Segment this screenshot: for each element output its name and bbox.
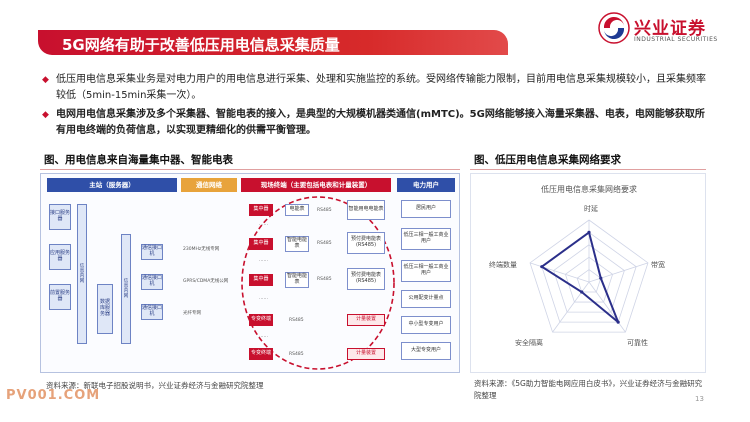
user-transformer: 公用配变计量点 [401,290,451,308]
axis-label-isolation: 安全隔离 [515,339,543,347]
column-header-master: 主站（服务器） [47,178,177,192]
column-header-network: 通信网络 [181,178,237,192]
radar-svg [529,219,649,333]
architecture-diagram: 主站（服务器） 通信网络 现场终端（主要包括电表和计量装置） 电力用户 接口服务… [40,173,460,373]
bullet-text: 电网用电信息采集涉及多个采集器、智能电表的接入，是典型的大规模机器类通信(mMT… [56,109,705,136]
diamond-bullet-icon: ◆ [42,75,49,85]
divider [40,169,460,170]
prepaid-meter: 预付费电能表(RS485) [347,268,385,290]
bullet-item: ◆ 低压用电信息采集业务是对电力用户的用电信息进行采集、处理和实施监控的系统。受… [42,72,712,104]
network-label: GPRS/CDMA无线公网 [183,279,229,284]
brand-name: 兴业证券 [634,19,706,39]
ellipsis: …… [259,296,268,301]
bus-intranet: 信息内网 [121,234,131,344]
interface-server: 接口服务器 [49,204,71,230]
page-number: 13 [695,395,704,403]
radar-point-带宽 [599,276,603,280]
radar-chart: 低压用电信息采集网络要求 时延 带宽 可靠性 安全隔离 终端数量 [470,173,706,373]
radar-axis-line [529,262,590,283]
radar-grid-ring [529,219,649,333]
user-small-special: 中小型专变用户 [401,316,451,334]
radar-axis-line [588,281,626,333]
axis-label-reliability: 可靠性 [627,339,648,347]
comm-interface: 通信接口机 [141,304,163,320]
prepaid-meter: 预付费电能表(RS485) [347,232,385,254]
special-terminal: 专变终端 [249,314,273,326]
user-commercial: 低压三相一般工商业用户 [401,228,451,250]
link-label: RS485 [317,241,332,246]
metering-device: 计量装置 [347,314,385,326]
source-left: 资料来源：新联电子招股说明书，兴业证券经济与金融研究院整理 [46,381,264,390]
axis-label-terminals: 终端数量 [489,261,517,269]
meter: 电能表 [285,204,309,216]
ellipsis: …… [259,222,268,227]
radar-axis-line [588,262,649,283]
network-label: 光纤专网 [183,311,201,316]
concentrator: 集中器 [249,238,273,250]
metering-device: 计量装置 [347,348,385,360]
bullet-text: 低压用电信息采集业务是对电力用户的用电信息进行采集、处理和实施监控的系统。受网络… [56,74,706,101]
summary-bullets: ◆ 低压用电信息采集业务是对电力用户的用电信息进行采集、处理和实施监控的系统。受… [42,72,712,142]
smart-meter: 智能电能表 [285,272,309,288]
title-banner [38,30,508,55]
network-label: 230MHz无线专网 [183,247,220,252]
bus-intranet: 信息内网 [77,204,87,344]
figure-right-title: 图、低压用电信息采集网络要求 [474,154,621,166]
radar-grid-ring [576,269,602,293]
smart-meter: 智能电能表 [285,236,309,252]
radar-point-时延 [587,230,591,234]
radar-grid-ring [564,256,614,303]
column-header-users: 电力用户 [397,178,455,192]
radar-point-安全隔离 [580,290,584,294]
diamond-bullet-icon: ◆ [42,110,49,120]
link-label: RS485 [289,352,304,357]
column-header-terminal: 现场终端（主要包括电表和计量装置） [241,178,391,192]
brand-logo: 兴业证券 INDUSTRIAL SECURITIES [598,12,748,52]
front-server: 前置服务器 [49,284,71,310]
watermark: PV001.COM [6,388,101,403]
smart-meter: 智能用电电能表 [347,200,385,220]
radar-axis-line [552,281,590,333]
special-terminal: 专变终端 [249,348,273,360]
page-title: 5G网络有助于改善低压用电信息采集质量 [62,36,340,54]
ellipsis: …… [259,334,268,339]
comm-interface: 通信接口机 [141,244,163,260]
axis-label-bandwidth: 带宽 [651,261,665,269]
concentrator: 集中器 [249,204,273,216]
application-server: 应用服务器 [49,244,71,270]
swirl-logo-icon [598,12,630,44]
ellipsis: …… [259,258,268,263]
source-right: 资料来源：《5G助力智能电网应用白皮书》，兴业证券经济与金融研究院整理 [474,379,703,400]
bullet-item: ◆ 电网用电信息采集涉及多个采集器、智能电表的接入，是典型的大规模机器类通信(m… [42,107,712,139]
comm-interface: 通信接口机 [141,274,163,290]
link-label: RS485 [317,277,332,282]
axis-label-latency: 时延 [584,205,598,213]
radar-series-line [540,230,620,323]
radar-grid-ring [553,244,625,313]
highlight-ellipse [241,196,395,370]
figure-left-title: 图、用电信息来自海量集中器、智能电表 [44,154,233,166]
brand-english-name: INDUSTRIAL SECURITIES [634,36,718,43]
database-server: 数据库服务器 [97,284,113,334]
divider [470,169,706,170]
radar-point-终端数量 [540,265,544,269]
chart-title: 低压用电信息采集网络要求 [541,185,637,194]
user-commercial: 低压三相一般工商业用户 [401,260,451,282]
link-label: RS485 [317,208,332,213]
concentrator: 集中器 [249,274,273,286]
radar-point-可靠性 [616,320,620,324]
user-large-special: 大型专变用户 [401,342,451,360]
user-residential: 居民用户 [401,200,451,218]
link-label: RS485 [289,318,304,323]
